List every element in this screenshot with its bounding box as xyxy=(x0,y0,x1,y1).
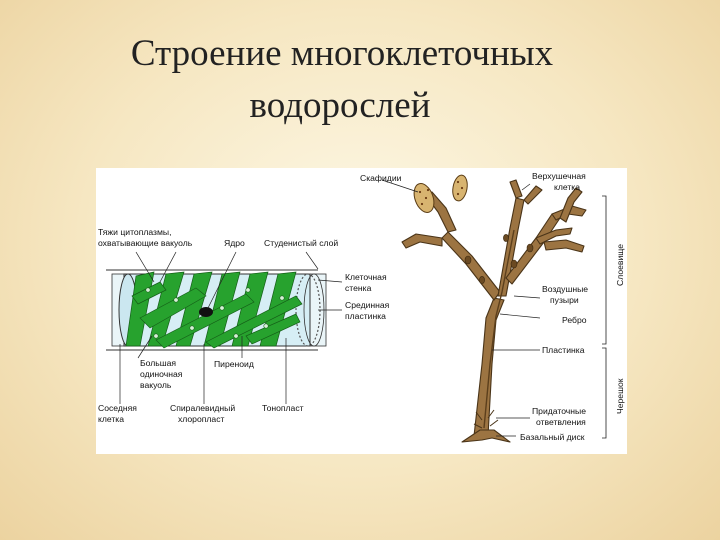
thallus-illustration: Скафидии Верхушечная клетка Воздушные пу… xyxy=(360,171,625,443)
label-rib: Ребро xyxy=(562,315,587,325)
branch-right-fan-c xyxy=(559,187,583,223)
label-middle-lamella-2: пластинка xyxy=(345,311,386,321)
label-apical-cell: Верхушечная xyxy=(532,171,586,181)
label-appendages-2: ответвления xyxy=(536,417,586,427)
branch-right-fan-d xyxy=(535,227,573,245)
label-neighbor-cell: Соседняя xyxy=(98,403,137,413)
label-spiral-chloroplast: Спиралевидный xyxy=(170,403,235,413)
air-bladders xyxy=(464,234,534,284)
label-scaphidia: Скафидии xyxy=(360,173,402,183)
branch-center-tip xyxy=(509,179,523,199)
branch-left xyxy=(441,231,501,301)
label-tonoplast: Тонопласт xyxy=(262,403,304,413)
label-cell-wall: Клеточная xyxy=(345,272,387,282)
branch-right-fan-b xyxy=(543,239,585,253)
cell-leader-lines xyxy=(119,251,343,404)
label-layer-stipe: Черешок xyxy=(615,378,625,414)
label-gelatinous-layer: Студенистый слой xyxy=(264,238,338,248)
scaphidia xyxy=(413,174,468,213)
algae-diagram: Тяжи цитоплазмы, охватывающие вакуоль Яд… xyxy=(98,171,625,443)
cell-illustration: Тяжи цитоплазмы, охватывающие вакуоль Яд… xyxy=(98,227,390,424)
label-pyrenoid: Пиреноид xyxy=(214,359,254,369)
label-appendages: Придаточные xyxy=(532,406,586,416)
label-layer-thallus: Слоевище xyxy=(615,244,625,286)
label-nucleus: Ядро xyxy=(224,238,245,248)
appendages xyxy=(473,409,499,429)
label-large-vacuole-3: вакуоль xyxy=(140,380,172,390)
slide-title: Строение многоклеточных водорослей xyxy=(0,28,720,132)
nucleus xyxy=(199,307,213,317)
label-air-bladders-2: пузыри xyxy=(550,295,579,305)
label-middle-lamella: Срединная xyxy=(345,300,390,310)
branch-center-tip-b xyxy=(523,185,543,205)
label-cell-wall-2: стенка xyxy=(345,283,372,293)
basal-disc xyxy=(461,429,511,443)
label-apical-cell-2: клетка xyxy=(554,182,580,192)
label-large-vacuole: Большая xyxy=(140,358,176,368)
label-blade: Пластинка xyxy=(542,345,585,355)
spiral-chloroplast xyxy=(125,271,303,349)
slide-title-line-2: водорослей xyxy=(249,85,431,126)
thallus-leader-lines xyxy=(381,179,541,437)
label-cytoplasm-strands: Тяжи цитоплазмы, xyxy=(98,227,171,237)
label-cytoplasm-strands-2: охватывающие вакуоль xyxy=(98,238,193,248)
pyrenoids xyxy=(145,287,285,339)
diagram-panel: Тяжи цитоплазмы, охватывающие вакуоль Яд… xyxy=(96,168,627,454)
stipe xyxy=(473,297,505,437)
label-neighbor-cell-2: клетка xyxy=(98,414,124,424)
label-large-vacuole-2: одиночная xyxy=(140,369,183,379)
label-air-bladders: Воздушные xyxy=(542,284,588,294)
midrib xyxy=(483,229,515,429)
branch-left-fan-a xyxy=(401,233,443,249)
layer-bracket xyxy=(602,195,607,439)
label-basal-disc: Базальный диск xyxy=(520,432,585,442)
label-spiral-chloroplast-2: хлоропласт xyxy=(178,414,224,424)
slide-title-line-1: Строение многоклеточных xyxy=(130,33,554,74)
